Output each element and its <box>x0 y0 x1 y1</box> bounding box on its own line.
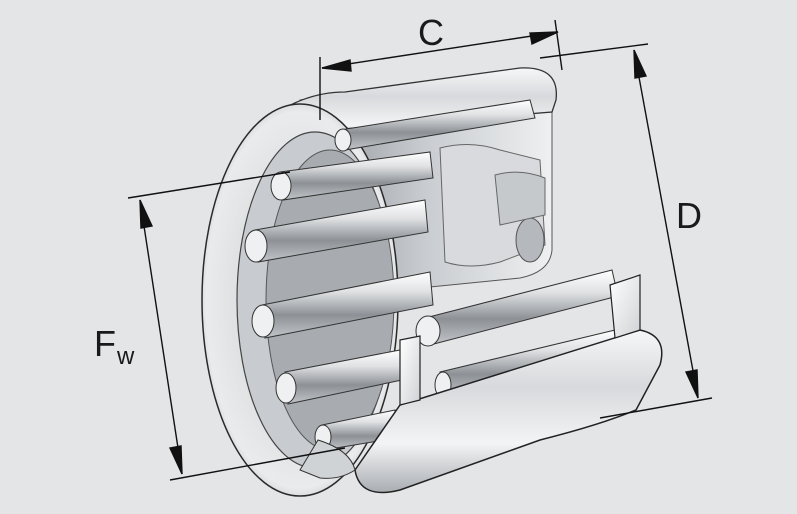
roller <box>251 271 434 339</box>
dimension-d <box>539 43 713 419</box>
dimension-fw-label: Fw <box>94 323 134 369</box>
cup-front-section <box>299 274 663 494</box>
roller <box>244 199 429 263</box>
dimension-c-label: C <box>418 12 444 53</box>
dimension-fw <box>127 171 346 481</box>
roller <box>275 349 403 405</box>
dimension-fw-main: F <box>94 323 116 364</box>
dimension-d-label: D <box>676 195 702 236</box>
dimension-fw-subscript: w <box>117 343 135 370</box>
dimension-c <box>319 19 563 120</box>
roller <box>270 151 434 201</box>
roller <box>334 99 536 152</box>
